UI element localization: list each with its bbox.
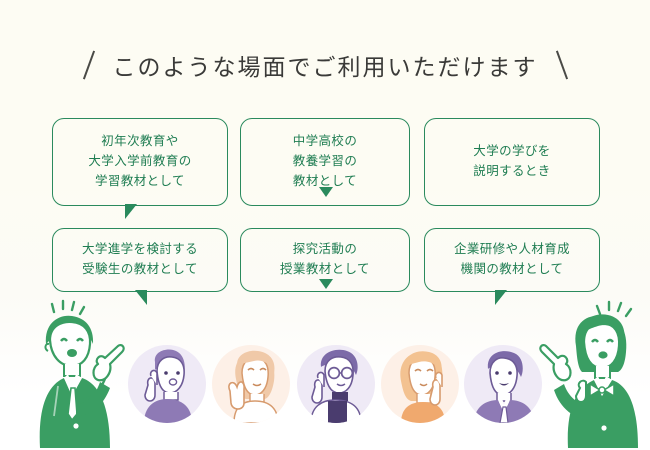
avatar-clip-3 (297, 345, 375, 423)
avatar-woman-pointing-up (381, 345, 459, 423)
bubble-tail-down-icon-2 (319, 279, 333, 289)
usecase-box-2[interactable]: 中学高校の 教養学習の 教材として (240, 118, 410, 206)
avatar-woman-waving (212, 345, 290, 423)
bubble-tail-down-right-icon (125, 204, 137, 219)
usecase-box-grid: 初年次教育や 大学入学前教育の 学習教材として 中学高校の 教養学習の 教材とし… (0, 118, 650, 305)
usecase-box-1-label: 初年次教育や 大学入学前教育の 学習教材として (88, 134, 192, 188)
green-woman-pointing-illustration (539, 300, 650, 450)
avatar-clip-4 (381, 345, 459, 423)
usecase-box-4-label: 大学進学を検討する 受験生の教材として (81, 242, 199, 276)
bubble-tail-down-icon (319, 187, 333, 197)
avatar-clip-2 (212, 345, 290, 423)
page-title: このような場面でご利用いただけます (0, 48, 650, 82)
usecase-box-1[interactable]: 初年次教育や 大学入学前教育の 学習教材として (52, 118, 228, 219)
slash-left-icon (79, 48, 99, 82)
usecase-box-6[interactable]: 企業研修や人材育成 機関の教材として (424, 228, 600, 305)
usecase-box-3[interactable]: 大学の学びを 説明するとき (424, 118, 600, 206)
avatar-businessman (464, 345, 542, 423)
usecase-box-3-label: 大学の学びを 説明するとき (473, 144, 551, 178)
usecase-box-5[interactable]: 探究活動の 授業教材として (240, 228, 410, 292)
page-title-text: このような場面でご利用いただけます (112, 54, 538, 80)
usecase-box-2-label: 中学高校の 教養学習の 教材として (292, 134, 358, 188)
bubble-tail-down-right-icon-2 (495, 290, 507, 305)
avatar-clip-5 (464, 345, 542, 423)
bubble-tail-down-left-icon (135, 290, 147, 305)
avatar-clip-1 (128, 345, 206, 423)
slash-right-icon (552, 48, 572, 82)
avatar-professor-glasses (297, 345, 375, 423)
avatar-student-pointing-up (128, 345, 206, 423)
usecase-box-4[interactable]: 大学進学を検討する 受験生の教材として (52, 228, 228, 305)
green-man-pointing-illustration (14, 299, 126, 450)
usecase-box-6-label: 企業研修や人材育成 機関の教材として (453, 242, 571, 276)
people-illustration-strip (0, 299, 650, 450)
usecase-box-5-label: 探究活動の 授業教材として (280, 242, 370, 276)
